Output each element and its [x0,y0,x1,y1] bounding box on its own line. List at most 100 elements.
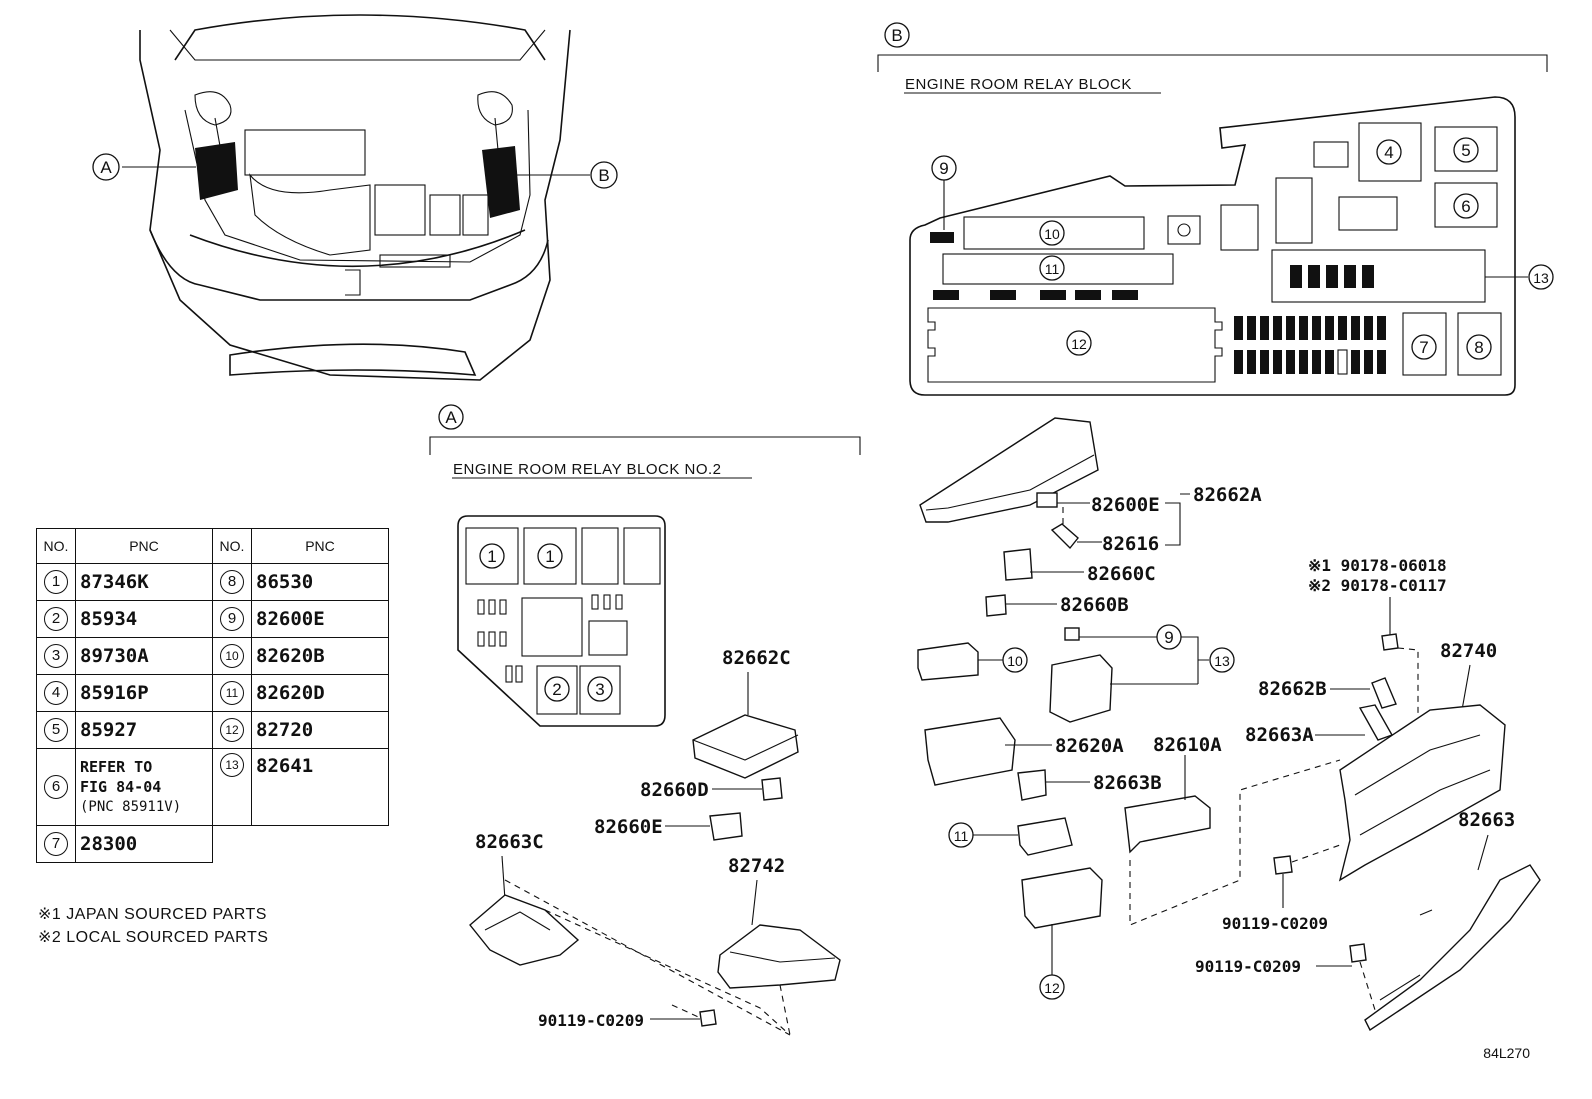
svg-text:2: 2 [552,680,561,699]
section-b-header: B ENGINE ROOM RELAY BLOCK [877,22,1548,94]
row-no: 2 [44,607,68,631]
svg-text:6: 6 [1461,197,1470,216]
part-82600e: 82600E [1091,494,1160,516]
section-b-parts: 82600E 82616 82662A 82660C 82660B 10 9 1… [917,417,1541,1032]
table-row: 1 87346K 8 86530 [36,563,389,601]
block-b-number-13: 13 [1528,264,1554,290]
part-82663: 82663 [1458,809,1515,831]
note-local-sourced: ※2 LOCAL SOURCED PARTS [38,929,269,946]
svg-text:1: 1 [487,547,496,566]
block-a-number-3: 3 [587,676,613,702]
svg-text:9: 9 [939,159,948,178]
svg-text:7: 7 [1419,338,1428,357]
part-number-12: 12 [1039,974,1065,1000]
relay-block-b-layout: 4 5 6 7 8 9 10 11 12 13 [909,96,1554,396]
row-pnc: 85927 [75,711,213,749]
callout-b-label: B [598,166,609,185]
svg-text:11: 11 [954,828,969,844]
block-b-number-7: 7 [1411,334,1437,360]
table-row: 2 85934 9 82600E [36,600,389,638]
part-82663c: 82663C [475,831,544,853]
svg-text:10: 10 [1044,226,1060,242]
engine-bay-illustration: A B [92,14,618,381]
part-82742: 82742 [728,855,785,877]
row-pnc-line1: REFER TO [80,758,153,776]
block-b-number-12: 12 [1066,330,1092,356]
row-pnc: 28300 [75,825,213,863]
block-b-number-11: 11 [1039,255,1065,281]
row-no: 3 [44,644,68,668]
section-a-parts: 82662C 82660D 82660E 82663C 82742 90119-… [469,647,841,1036]
svg-text:12: 12 [1044,980,1060,996]
row-no: 7 [44,832,68,856]
row-no: 4 [44,681,68,705]
row-pnc: 89730A [75,637,213,675]
table-row: 4 85916P 11 82620D [36,674,389,712]
svg-text:12: 12 [1071,336,1087,352]
figure-code: 84L270 [1483,1045,1530,1061]
svg-text:1: 1 [545,547,554,566]
row-pnc: 82600E [251,600,389,638]
block-b-number-8: 8 [1466,334,1492,360]
row-no: 11 [220,681,244,705]
row-pnc: 82641 [251,748,389,826]
row-pnc-line3: (PNC 85911V) [80,799,182,815]
note-local-bolt: ※2 90178-C0117 [1308,576,1447,595]
part-82663b: 82663B [1093,772,1162,794]
svg-text:4: 4 [1384,143,1393,162]
block-b-number-9: 9 [931,155,957,181]
svg-text:3: 3 [595,680,604,699]
row-no: 10 [220,644,244,668]
svg-text:11: 11 [1045,261,1060,277]
bolt-90119-c0209-b2: 90119-C0209 [1195,957,1301,976]
pnc-table: NO. PNC NO. PNC 1 87346K 8 86530 2 85934… [36,528,389,863]
table-header-row: NO. PNC NO. PNC [36,528,389,564]
table-row: 3 89730A 10 82620B [36,637,389,675]
part-82620a: 82620A [1055,735,1124,757]
relay-block-a-layout: 1 1 2 3 [457,515,666,727]
row-pnc: 82720 [251,711,389,749]
block-b-number-6: 6 [1453,193,1479,219]
part-number-9: 9 [1156,624,1182,650]
part-82662a: 82662A [1193,484,1262,506]
block-b-number-5: 5 [1453,137,1479,163]
svg-text:5: 5 [1461,141,1470,160]
svg-text:13: 13 [1533,270,1549,286]
bolt-90119-c0209-a: 90119-C0209 [538,1011,644,1030]
table-row: 5 85927 12 82720 [36,711,389,749]
row-no: 6 [44,775,68,799]
note-japan-bolt: ※1 90178-06018 [1308,556,1447,575]
row-no: 12 [220,718,244,742]
part-82660d: 82660D [640,779,709,801]
row-no: 9 [220,607,244,631]
section-a-header: A ENGINE ROOM RELAY BLOCK NO.2 [429,404,861,479]
row-pnc: 86530 [251,563,389,601]
callout-a-marker [92,153,120,181]
part-82616: 82616 [1102,533,1159,555]
block-a-title: ENGINE ROOM RELAY BLOCK NO.2 [453,461,722,478]
callout-a-label: A [100,158,112,177]
svg-text:13: 13 [1214,653,1230,669]
row-no: 5 [44,718,68,742]
section-b-callout: B [891,26,902,45]
svg-text:9: 9 [1164,628,1173,647]
part-number-11: 11 [948,822,974,848]
row-pnc: 85916P [75,674,213,712]
note-japan-sourced: ※1 JAPAN SOURCED PARTS [38,906,267,923]
section-a-callout: A [445,408,457,427]
header-no-right: NO. [212,528,252,564]
header-pnc-left: PNC [75,528,213,564]
svg-text:10: 10 [1007,653,1023,669]
part-82660c: 82660C [1087,563,1156,585]
part-82660e: 82660E [594,816,663,838]
block-b-number-10: 10 [1039,220,1065,246]
table-row: 6 REFER TO FIG 84-04 (PNC 85911V) 13 826… [36,748,389,826]
block-a-number-1a: 1 [479,543,505,569]
svg-text:8: 8 [1474,338,1483,357]
header-no-left: NO. [36,528,76,564]
part-number-10: 10 [1002,647,1028,673]
part-82662c: 82662C [722,647,791,669]
block-a-number-1b: 1 [537,543,563,569]
part-82663a: 82663A [1245,724,1314,746]
